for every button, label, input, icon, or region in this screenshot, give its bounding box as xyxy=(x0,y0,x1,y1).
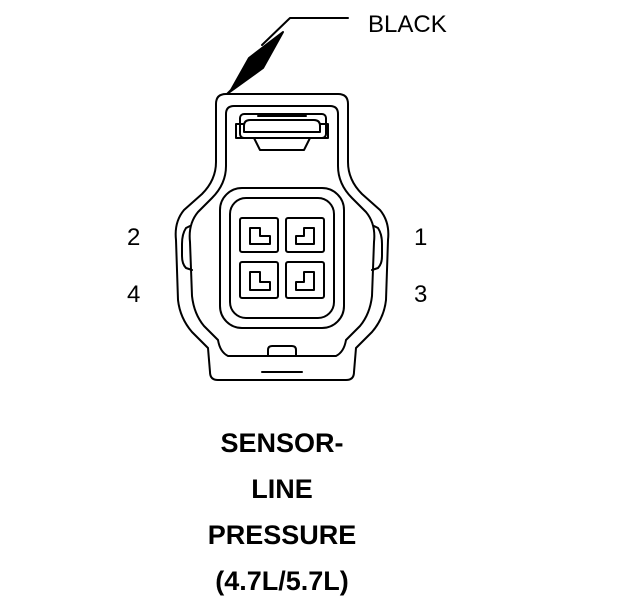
cavity-frame-outer xyxy=(219,187,345,329)
wire-color-label: BLACK xyxy=(368,11,447,38)
bottom-notch xyxy=(267,345,297,357)
pin-number-label: 4 xyxy=(127,281,141,308)
connector-title-line: (4.7L/5.7L) xyxy=(215,566,349,596)
left-lock-tab xyxy=(181,225,193,271)
pin-number-label: 3 xyxy=(414,281,428,308)
pin-terminal-3 xyxy=(285,261,325,299)
connector-title-line: LINE xyxy=(251,474,313,504)
cavity-frame-inner xyxy=(229,197,335,319)
top-latch xyxy=(235,113,329,151)
connector-outer-body xyxy=(174,93,390,381)
connector-title-line: SENSOR- xyxy=(220,428,344,458)
pin-number-label: 2 xyxy=(127,224,141,251)
pin-terminal-1 xyxy=(285,217,325,253)
right-lock-tab xyxy=(371,225,383,271)
connector-title-line: PRESSURE xyxy=(207,520,357,550)
color-leader-arrow xyxy=(226,17,349,95)
connector-inner-body xyxy=(188,105,376,357)
pin-number-label: 1 xyxy=(414,224,428,251)
pin-terminal-2 xyxy=(239,217,279,253)
pin-terminal-4 xyxy=(239,261,279,299)
